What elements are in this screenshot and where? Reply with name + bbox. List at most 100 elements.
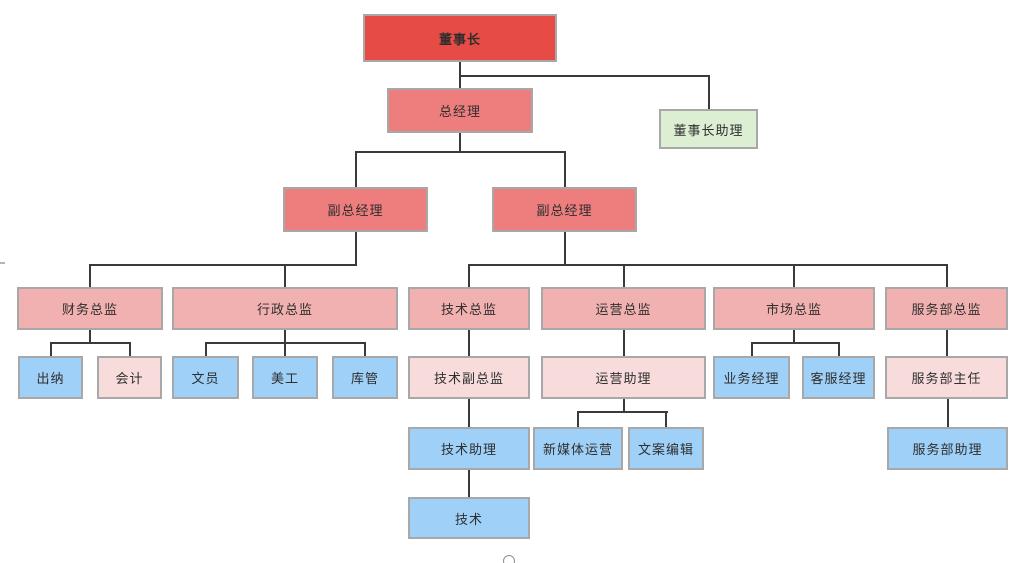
org-node-label: 服务部助理 [912, 442, 983, 457]
clipped-connector-fragment [0, 262, 5, 264]
org-node-deputy-gm-left[interactable]: 副总经理 [283, 187, 428, 232]
org-node-ops-director[interactable]: 运营总监 [541, 287, 706, 330]
connector-segment [468, 264, 566, 266]
org-node-label: 董事长助理 [673, 122, 744, 138]
connector-segment [623, 411, 668, 413]
connector-segment [284, 342, 366, 344]
connector-segment [50, 343, 52, 356]
org-node-business-manager[interactable]: 业务经理 [713, 356, 790, 399]
org-node-warehouse-keeper[interactable]: 库管 [332, 356, 398, 399]
connector-segment [947, 399, 949, 427]
connector-segment [205, 343, 207, 356]
org-node-service-assistant[interactable]: 服务部助理 [887, 427, 1008, 470]
connector-segment [129, 343, 131, 356]
connector-segment [468, 330, 470, 356]
org-node-label: 文员 [191, 371, 220, 386]
connector-segment [89, 330, 91, 343]
connector-segment [468, 399, 470, 427]
org-node-label: 董事长 [438, 31, 481, 47]
connector-segment [459, 75, 710, 77]
org-node-graphic-artist[interactable]: 美工 [252, 356, 318, 399]
org-node-service-director[interactable]: 服务部总监 [885, 287, 1008, 330]
connector-segment [564, 152, 566, 187]
org-node-label: 服务部总监 [911, 302, 982, 317]
connector-segment [564, 264, 948, 266]
connector-segment [459, 151, 566, 153]
connector-segment [751, 342, 796, 344]
connector-segment [946, 265, 948, 287]
org-node-tech-assistant[interactable]: 技术助理 [408, 427, 530, 470]
org-node-general-manager[interactable]: 总经理 [387, 88, 533, 133]
org-node-deputy-tech-director[interactable]: 技术副总监 [408, 356, 530, 399]
org-node-label: 客服经理 [810, 371, 867, 386]
connector-segment [364, 343, 366, 356]
org-node-label: 行政总监 [256, 302, 313, 317]
connector-segment [284, 330, 286, 343]
connector-segment [355, 232, 357, 265]
connector-segment [577, 412, 579, 427]
connector-segment [564, 232, 566, 265]
connector-segment [89, 264, 357, 266]
connector-segment [468, 265, 470, 287]
org-node-finance-director[interactable]: 财务总监 [17, 287, 163, 330]
org-node-label: 技术副总监 [433, 371, 504, 386]
org-node-label: 副总经理 [327, 203, 384, 218]
connector-segment [946, 330, 948, 356]
connector-segment [793, 265, 795, 287]
connector-segment [751, 343, 753, 356]
org-node-label: 美工 [270, 371, 299, 386]
connector-segment [623, 330, 625, 356]
connector-segment [793, 330, 795, 343]
org-node-chairman[interactable]: 董事长 [363, 14, 557, 62]
connector-segment [708, 76, 710, 109]
org-node-service-chief[interactable]: 服务部主任 [885, 356, 1008, 399]
org-node-admin-director[interactable]: 行政总监 [172, 287, 398, 330]
connector-segment [355, 151, 462, 153]
connector-segment [284, 343, 286, 356]
org-node-ops-assistant[interactable]: 运营助理 [541, 356, 706, 399]
org-node-label: 市场总监 [765, 302, 822, 317]
org-node-label: 运营助理 [595, 371, 652, 386]
org-node-tech-director[interactable]: 技术总监 [408, 287, 530, 330]
org-node-cashier[interactable]: 出纳 [18, 356, 83, 399]
connector-segment [793, 342, 840, 344]
org-node-label: 技术 [454, 511, 483, 527]
org-node-copy-editor[interactable]: 文案编辑 [628, 427, 704, 470]
connector-segment [284, 264, 357, 266]
org-node-label: 会计 [115, 371, 144, 386]
connector-segment [205, 342, 287, 344]
org-node-label: 财务总监 [61, 302, 118, 317]
connector-segment [89, 265, 91, 287]
connector-segment [623, 399, 625, 412]
connector-segment [284, 265, 286, 287]
org-node-new-media-ops[interactable]: 新媒体运营 [533, 427, 623, 470]
org-node-label: 总经理 [438, 104, 481, 119]
org-node-deputy-gm-right[interactable]: 副总经理 [492, 187, 637, 232]
connector-segment [89, 342, 131, 344]
org-node-label: 出纳 [36, 371, 65, 386]
org-node-label: 运营总监 [595, 302, 652, 317]
org-node-label: 技术总监 [440, 302, 497, 317]
connector-segment [50, 342, 92, 344]
org-node-label: 新媒体运营 [542, 442, 613, 457]
canvas-handle[interactable] [503, 555, 515, 563]
org-node-cs-manager[interactable]: 客服经理 [802, 356, 875, 399]
connector-segment [459, 133, 461, 152]
connector-segment [468, 470, 470, 497]
org-node-label: 副总经理 [536, 203, 593, 218]
org-node-market-director[interactable]: 市场总监 [713, 287, 875, 330]
org-node-label: 技术助理 [440, 442, 497, 457]
org-node-technology[interactable]: 技术 [408, 497, 530, 539]
connector-segment [577, 411, 625, 413]
connector-segment [665, 412, 667, 427]
org-node-accountant[interactable]: 会计 [97, 356, 162, 399]
org-node-label: 服务部主任 [911, 371, 982, 386]
org-node-clerk[interactable]: 文员 [172, 356, 239, 399]
org-node-label: 库管 [350, 371, 379, 386]
connector-segment [355, 152, 357, 187]
connector-segment [459, 62, 461, 76]
org-node-label: 业务经理 [723, 371, 780, 386]
org-node-chairman-assistant[interactable]: 董事长助理 [659, 109, 758, 149]
org-node-label: 文案编辑 [637, 442, 694, 457]
